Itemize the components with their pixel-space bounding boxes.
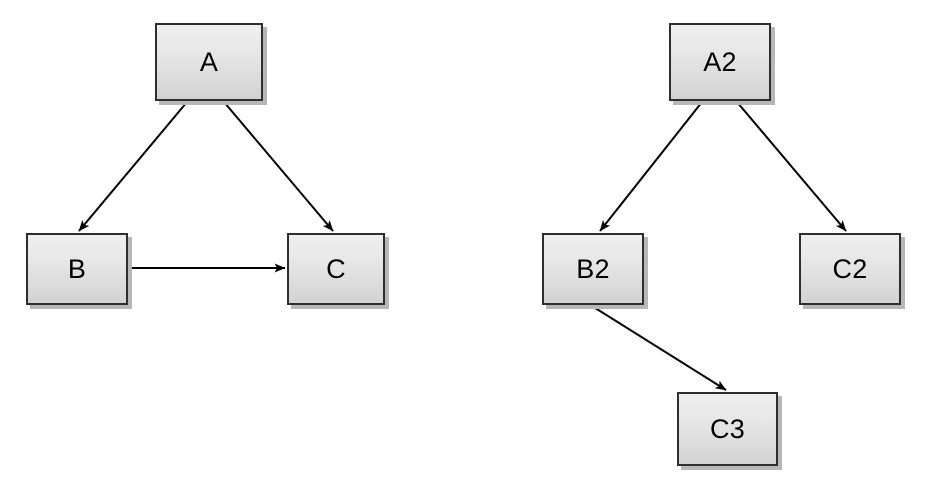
node-label: C (326, 253, 346, 284)
node-label: A2 (703, 46, 737, 77)
node-label: B (67, 253, 87, 284)
node-b[interactable]: B (26, 233, 128, 305)
edge-a2-to-c2[interactable] (736, 101, 847, 232)
node-label: A (199, 46, 219, 77)
node-label: B2 (576, 253, 610, 284)
edge-group (78, 101, 847, 391)
node-c3[interactable]: C3 (677, 392, 778, 466)
node-c[interactable]: C (287, 233, 385, 305)
node-b2[interactable]: B2 (542, 233, 644, 305)
node-c2[interactable]: C2 (799, 233, 901, 305)
node-a2[interactable]: A2 (669, 23, 771, 101)
node-label: C2 (832, 253, 868, 284)
edge-b2-to-c3[interactable] (591, 305, 727, 391)
edge-a-to-b[interactable] (78, 101, 188, 232)
edge-a2-to-b2[interactable] (599, 101, 703, 232)
edge-a-to-c[interactable] (223, 101, 334, 232)
node-label: C3 (710, 413, 745, 444)
node-a[interactable]: A (155, 23, 263, 101)
